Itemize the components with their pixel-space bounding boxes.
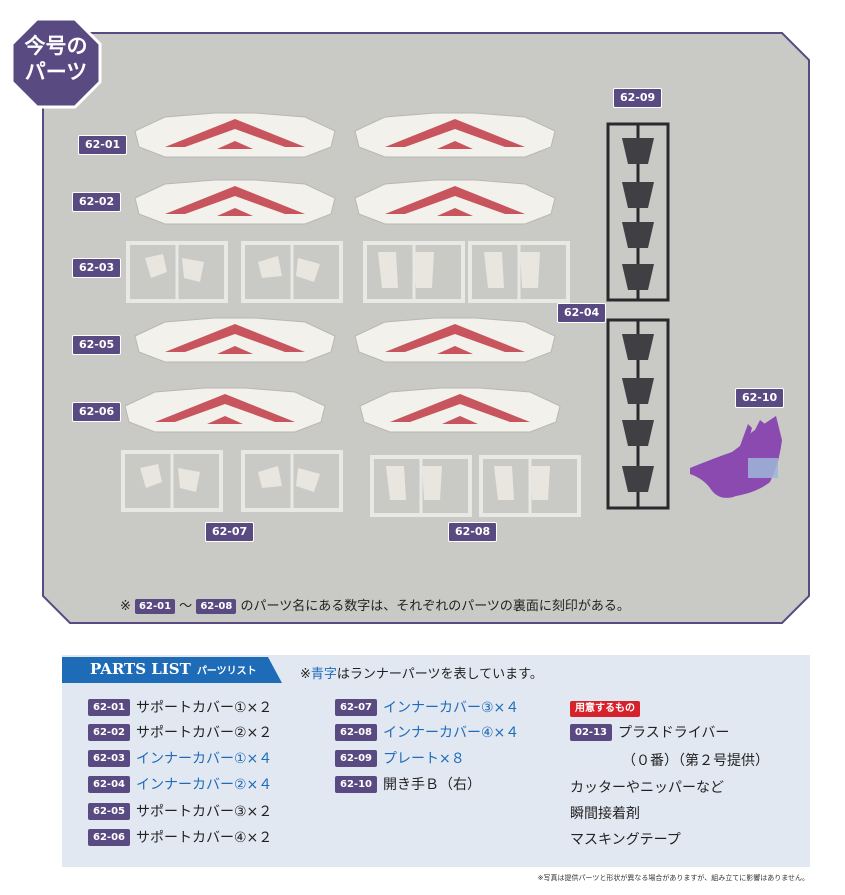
runner-legend: ※青字はランナーパーツを表しています。: [300, 667, 543, 682]
label-62-08: 62-08: [448, 522, 498, 542]
label-62-06: 62-06: [72, 402, 122, 422]
inner-cover-4-runner-a: [370, 455, 472, 517]
plate-runner-top: [606, 122, 670, 302]
support-cover-3b: [354, 317, 556, 363]
prep-item: カッターやニッパーなど: [570, 780, 724, 796]
support-cover-4b: [359, 387, 561, 433]
label-62-10: 62-10: [735, 388, 785, 408]
current-issue-badge: [10, 17, 102, 109]
support-cover-2b: [354, 179, 556, 225]
open-hand-part: [690, 416, 782, 498]
inner-cover-4-runner-b: [479, 455, 581, 517]
support-cover-1a: [134, 112, 336, 158]
label-62-07: 62-07: [205, 522, 255, 542]
inner-cover-2-runner-a: [363, 241, 465, 303]
inner-cover-3-runner-a: [121, 450, 223, 512]
label-62-03: 62-03: [72, 258, 122, 278]
label-62-01: 62-01: [78, 135, 128, 155]
support-cover-2a: [134, 179, 336, 225]
inner-cover-2-runner-b: [468, 241, 570, 303]
current-issue-badge-text: 今号の パーツ: [24, 34, 88, 84]
inner-cover-1-runner-a: [126, 241, 228, 303]
support-cover-4a: [124, 387, 326, 433]
photo-disclaimer: ※写真は提供パーツと形状が異なる場合がありますが、組み立てに影響はありません。: [537, 874, 809, 882]
label-62-05: 62-05: [72, 335, 122, 355]
parts-illustrations: [121, 112, 782, 517]
prep-item: マスキングテープ: [570, 832, 681, 848]
prep-item: 瞬間接着剤: [570, 806, 640, 822]
parts-list-tab: [62, 657, 282, 683]
label-62-02: 62-02: [72, 192, 122, 212]
support-cover-1b: [354, 112, 556, 158]
parts-list-box: [62, 655, 810, 867]
note-code-start: 62-01: [135, 599, 176, 614]
label-62-09: 62-09: [613, 88, 663, 108]
inner-cover-1-runner-b: [241, 241, 343, 303]
plate-runner-bottom: [606, 318, 670, 510]
label-62-04: 62-04: [557, 303, 607, 323]
items-to-prepare-badge: 用意するもの: [570, 701, 640, 717]
inner-cover-3-runner-b: [241, 450, 343, 512]
engraving-note: ※ 62-01 ～ 62-08 のパーツ名にある数字は、それぞれのパーツの裏面に…: [120, 599, 630, 614]
prep-screwdriver-detail: （０番）（第２号提供）: [622, 753, 769, 769]
support-cover-3a: [134, 317, 336, 363]
note-code-end: 62-08: [196, 599, 237, 614]
